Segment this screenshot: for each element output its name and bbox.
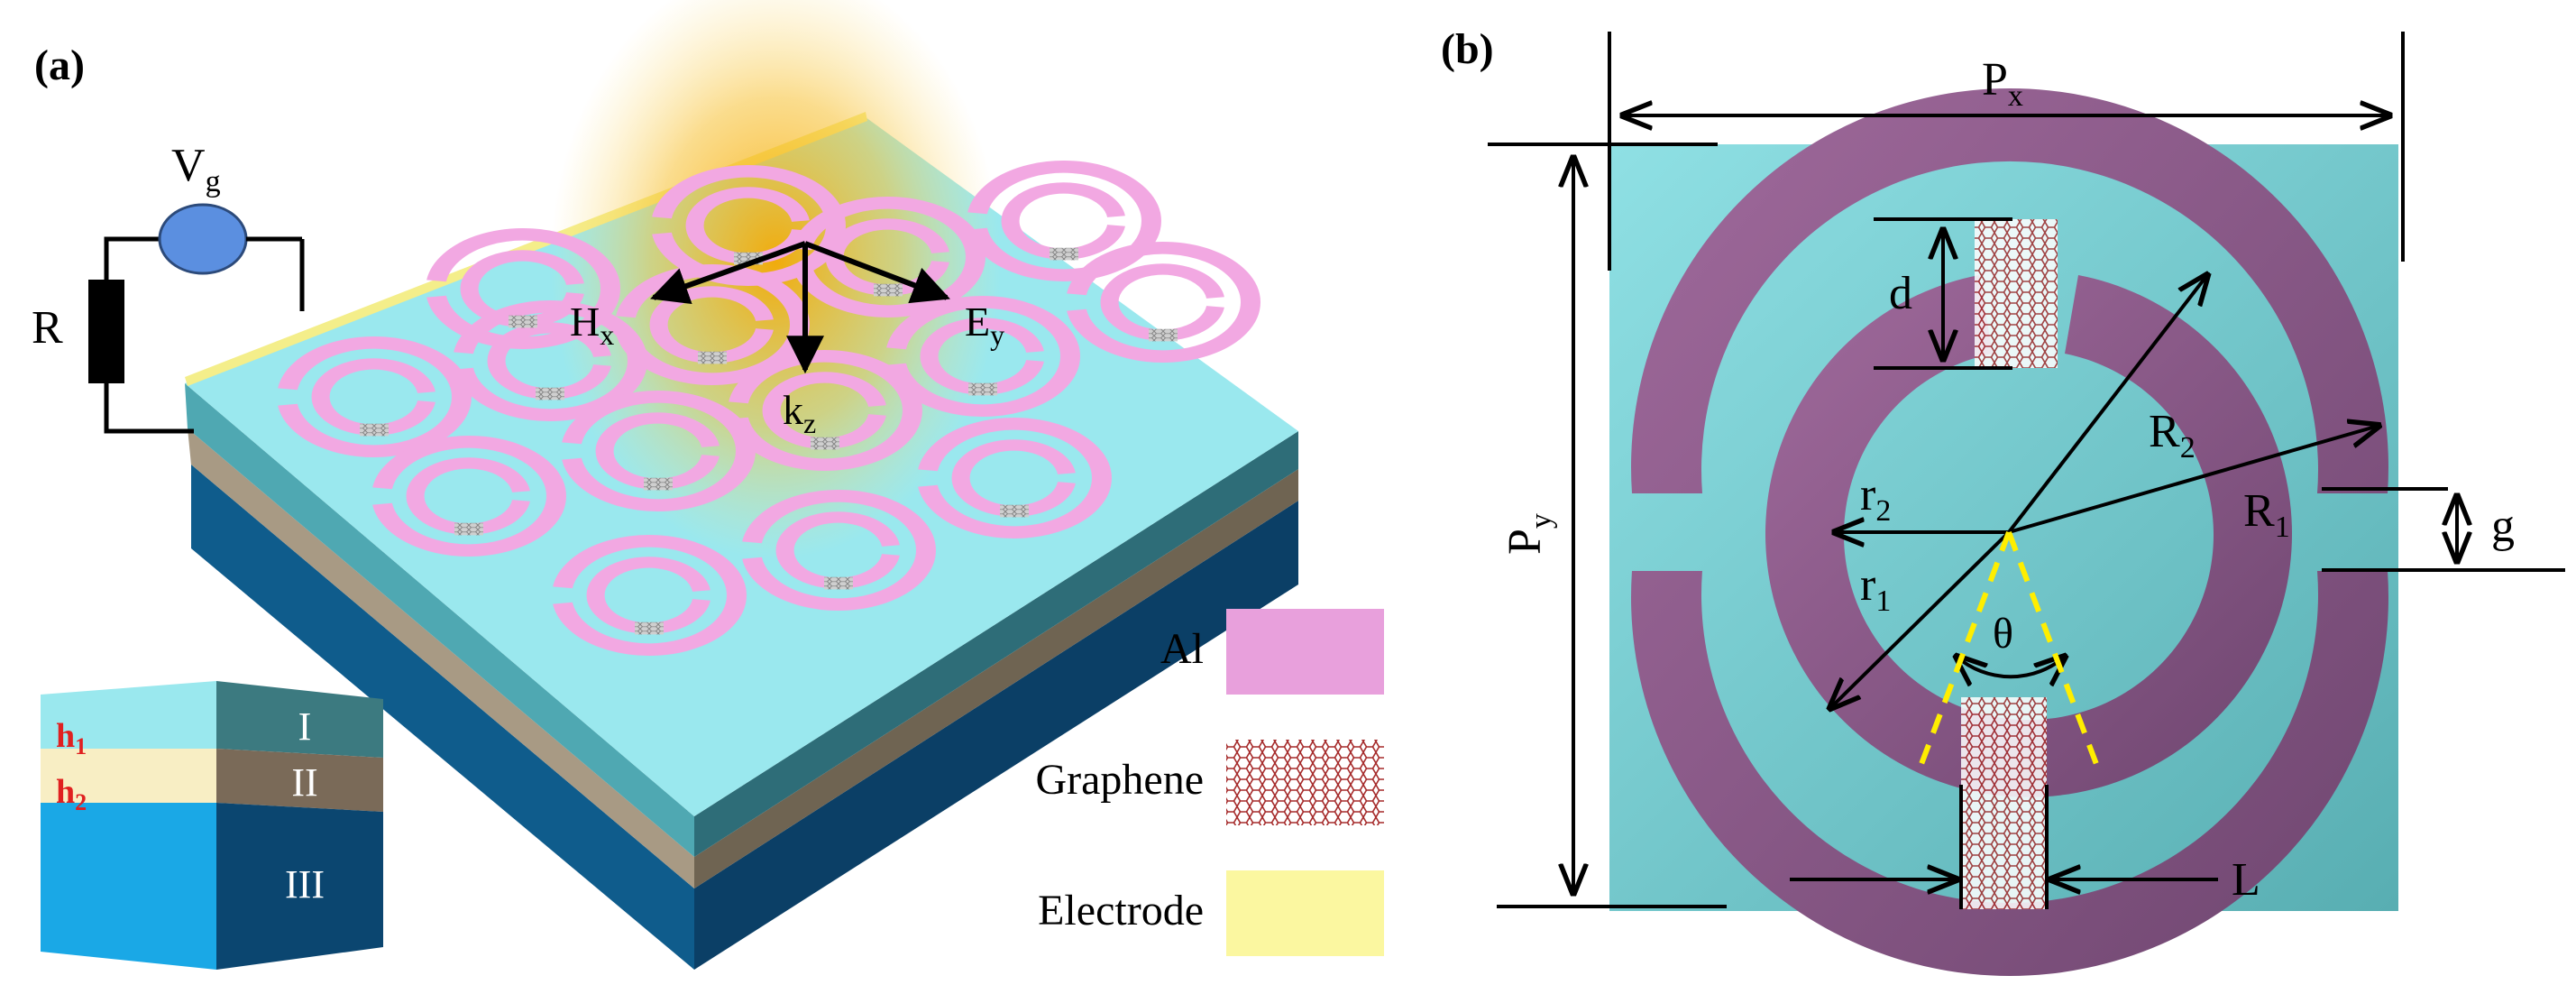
r1-outer-label: R1	[2243, 485, 2290, 544]
graphene-patch-top	[1975, 219, 2058, 368]
r2-outer-label: R2	[2149, 406, 2196, 465]
legend-swatch-graphene	[1226, 740, 1384, 825]
h-field-label: Hx	[570, 299, 614, 351]
gate-circuit	[104, 236, 305, 434]
g-label: g	[2491, 501, 2515, 552]
r2-inner-label: r2	[1860, 469, 1891, 528]
layer-inset	[41, 681, 383, 970]
legend-swatch-al	[1226, 609, 1384, 695]
legend-label-al: Al	[1160, 625, 1204, 673]
d-label: d	[1889, 268, 1912, 319]
resistor	[88, 280, 124, 383]
r1-inner-label: r1	[1860, 559, 1891, 618]
legend-swatch-electrode	[1226, 870, 1384, 956]
resistor-label: R	[32, 302, 63, 354]
k-wave-label: kz	[783, 387, 816, 439]
field-arrows	[650, 241, 950, 374]
legend-label-electrode: Electrode	[1038, 887, 1204, 934]
graphene-patch-bottom	[1961, 697, 2047, 909]
legend-label-graphene: Graphene	[1035, 756, 1204, 804]
layer-iii-label: III	[285, 862, 325, 907]
px-label: Px	[1982, 54, 2023, 113]
panel-label-a: (a)	[34, 41, 85, 89]
layer-ii-label: II	[291, 760, 317, 805]
l-label: L	[2232, 854, 2260, 906]
layer-i-label: I	[298, 704, 312, 749]
py-label: Py	[1499, 513, 1558, 555]
inner-ring	[1765, 275, 2293, 797]
voltage-source	[158, 203, 248, 275]
dimension-lines	[1488, 32, 2565, 909]
panel-label-b: (b)	[1441, 25, 1494, 73]
voltage-source-label: Vg	[171, 140, 221, 198]
unit-cell	[1609, 88, 2398, 976]
h2-label: h2	[56, 773, 87, 815]
h1-label: h1	[56, 717, 87, 759]
legend: Al Graphene Electrode	[1035, 609, 1384, 956]
e-field-label: Ey	[965, 299, 1004, 351]
theta-dashed-lines	[1916, 530, 2102, 773]
theta-label: θ	[1993, 610, 2013, 658]
